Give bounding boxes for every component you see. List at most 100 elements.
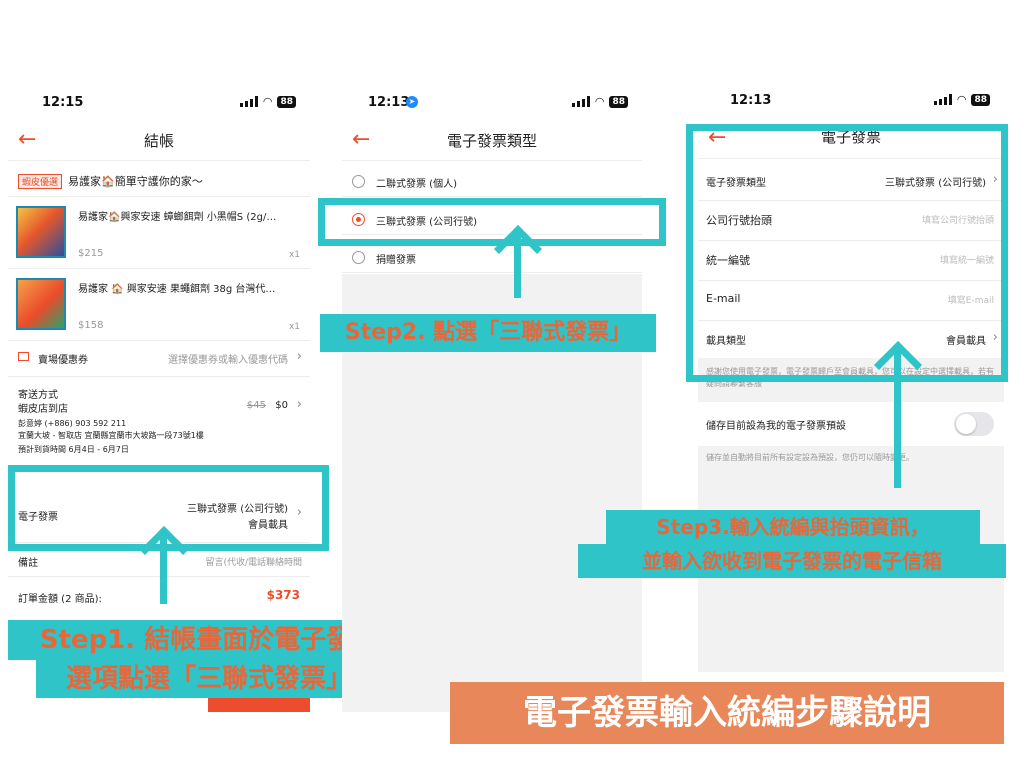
total-label: 訂單金額 (2 商品): (18, 594, 102, 605)
email-input[interactable]: 填寫E-mail (947, 296, 994, 306)
signal-icon (933, 94, 952, 105)
step3-caption: Step3.輸入統編與抬頭資訊， (606, 510, 980, 544)
shipping-old-price: $45 (246, 400, 266, 411)
coupon-row[interactable]: 賣場優惠券 選擇優惠券或輸入優惠代碼 › (8, 342, 310, 377)
shipping-address: 宜蘭大坡 - 智取店 宜蘭縣宜蘭市大坡路一段73號1樓 (18, 431, 204, 440)
step1-caption-line2: 選項點選「三聯式發票」 (36, 660, 382, 698)
status-bar: 12:15 ◠ 88 (8, 86, 310, 120)
row-label: 電子發票類型 (706, 178, 766, 189)
back-arrow-icon[interactable]: ← (708, 125, 727, 150)
chevron-right-icon: › (296, 505, 302, 520)
invoice-type-row[interactable]: 電子發票類型 三聯式發票 (公司行號) › (698, 162, 1004, 201)
row-value: 會員載具 (946, 336, 986, 347)
signal-icon (239, 96, 258, 107)
notice-text: 感謝您使用電子發票，電子發票歸戶至會員載具，您可以在設定中選擇載具，若有疑問請聯… (706, 367, 994, 388)
shipping-label: 寄送方式 (18, 390, 58, 401)
shipping-section[interactable]: 寄送方式 蝦皮店到店 $45 $0 › 彭意婷 (+886) 903 592 2… (8, 378, 310, 468)
step1-arrow-shaft (160, 532, 167, 604)
wifi-icon: ◠ (594, 95, 605, 108)
note-input[interactable]: 留言(代收/電話聯絡時間 (205, 558, 302, 568)
back-arrow-icon[interactable]: ← (18, 127, 37, 152)
shop-badge: 蝦皮優選 (18, 174, 63, 189)
coupon-icon (18, 352, 29, 361)
shipping-price: $0 (275, 400, 288, 411)
product-thumbnail (16, 278, 66, 330)
title-banner: 電子發票輸入統編步驟說明 (450, 682, 1004, 744)
step3-caption-line2: 並輸入欲收到電子發票的電子信箱 (578, 544, 1006, 578)
option-label: 捐贈發票 (376, 255, 416, 266)
row-label: 載具類型 (706, 336, 746, 347)
product-item[interactable]: 易護家🏠興家安速 蟑螂餌劑 小黑帽S (2g/… $215 x1 (8, 196, 310, 269)
row-label: E-mail (706, 292, 741, 305)
einvoice-value: 三聯式發票 (公司行號) (187, 504, 288, 515)
coupon-label: 賣場優惠券 (38, 355, 88, 366)
einvoice-label: 電子發票 (18, 512, 58, 523)
nav-bar: ← 電子發票類型 (342, 122, 642, 161)
option-label: 三聯式發票 (公司行號) (376, 217, 477, 228)
einvoice-row[interactable]: 電子發票 三聯式發票 (公司行號) 會員載具 › (8, 486, 310, 543)
battery-icon: 88 (971, 93, 990, 106)
status-time: 12:13 (368, 95, 410, 110)
radio-icon (352, 251, 365, 264)
wifi-icon: ◠ (262, 95, 273, 108)
status-bar: 12:13 ➤ ◠ 88 (342, 86, 642, 120)
shop-name: 易護家🏠簡單守護你的家～ (68, 175, 203, 188)
product-name: 易護家🏠興家安速 蟑螂餌劑 小黑帽S (2g/… (78, 212, 277, 223)
shop-header: 蝦皮優選 易護家🏠簡單守護你的家～ (8, 166, 310, 197)
shipping-method: 蝦皮店到店 (18, 404, 68, 415)
page-title: 電子發票類型 (446, 132, 537, 150)
page-title: 結帳 (143, 132, 174, 150)
company-title-field[interactable]: 公司行號抬頭 填寫公司行號抬頭 (698, 200, 1004, 241)
option-row-personal[interactable]: 二聯式發票 (個人) (342, 166, 642, 197)
chevron-right-icon: › (296, 349, 302, 364)
tax-id-input[interactable]: 填寫統一編號 (939, 256, 994, 266)
battery-icon: 88 (277, 95, 296, 108)
status-icons: ◠ 88 (571, 95, 628, 108)
row-label: 統一編號 (706, 254, 750, 267)
coupon-value: 選擇優惠券或輸入優惠代碼 (168, 355, 288, 366)
total-value: $373 (266, 588, 300, 602)
option-label: 二聯式發票 (個人) (376, 179, 457, 190)
shipping-eta: 預計到貨時間 6月4日 - 6月7日 (18, 445, 129, 454)
product-thumbnail (16, 206, 66, 258)
location-icon: ➤ (406, 96, 418, 108)
default-label: 儲存目前設為我的電子發票預設 (706, 421, 846, 432)
radio-selected-icon (352, 213, 365, 226)
nav-bar: ← 結帳 (8, 122, 310, 161)
product-item[interactable]: 易護家 🏠 興家安速 果蠅餌劑 38g 台灣代… $158 x1 (8, 268, 310, 341)
battery-icon: 88 (609, 95, 628, 108)
email-field[interactable]: E-mail 填寫E-mail (698, 280, 1004, 321)
option-row-company[interactable]: 三聯式發票 (公司行號) (342, 204, 642, 235)
chevron-right-icon: › (992, 330, 998, 345)
product-price: $158 (78, 320, 104, 331)
wifi-icon: ◠ (956, 93, 967, 106)
default-setting-row[interactable]: 儲存目前設為我的電子發票預設 (698, 404, 1004, 444)
radio-icon (352, 175, 365, 188)
nav-bar: ← 電子發票 (698, 120, 1004, 159)
order-total-row: 訂單金額 (2 商品): $373 (8, 582, 310, 612)
phone-invoice-type: 12:13 ➤ ◠ 88 ← 電子發票類型 二聯式發票 (個人) 三聯式發票 (… (342, 86, 642, 712)
recipient-info: 彭意婷 (+886) 903 592 211 (18, 419, 127, 428)
step2-highlight-box (318, 198, 666, 246)
company-title-input[interactable]: 填寫公司行號抬頭 (921, 216, 994, 226)
note-label: 備註 (18, 558, 38, 569)
phone-einvoice-form: 12:13 ◠ 88 ← 電子發票 電子發票類型 三聯式發票 (公司行號) › … (698, 86, 1004, 712)
product-price: $215 (78, 248, 104, 259)
status-icons: ◠ 88 (239, 95, 296, 108)
status-icons: ◠ 88 (933, 93, 990, 106)
chevron-right-icon: › (296, 397, 302, 412)
step1-highlight-box (8, 465, 329, 551)
status-time: 12:13 (730, 93, 772, 108)
einvoice-carrier: 會員載具 (248, 520, 288, 531)
status-bar: 12:13 ◠ 88 (698, 86, 1004, 120)
default-toggle[interactable] (954, 412, 994, 436)
row-value: 三聯式發票 (公司行號) (885, 178, 986, 189)
option-row-donate[interactable]: 捐贈發票 (342, 242, 642, 273)
tax-id-field[interactable]: 統一編號 填寫統一編號 (698, 240, 1004, 281)
step3-arrow-shaft (894, 350, 901, 488)
chevron-right-icon: › (992, 172, 998, 187)
note-row[interactable]: 備註 留言(代收/電話聯絡時間 (8, 546, 310, 577)
phone-checkout: 12:15 ◠ 88 ← 結帳 蝦皮優選 易護家🏠簡單守護你的家～ 易護家🏠興家… (8, 86, 310, 712)
back-arrow-icon[interactable]: ← (352, 127, 371, 152)
product-qty: x1 (288, 322, 300, 332)
